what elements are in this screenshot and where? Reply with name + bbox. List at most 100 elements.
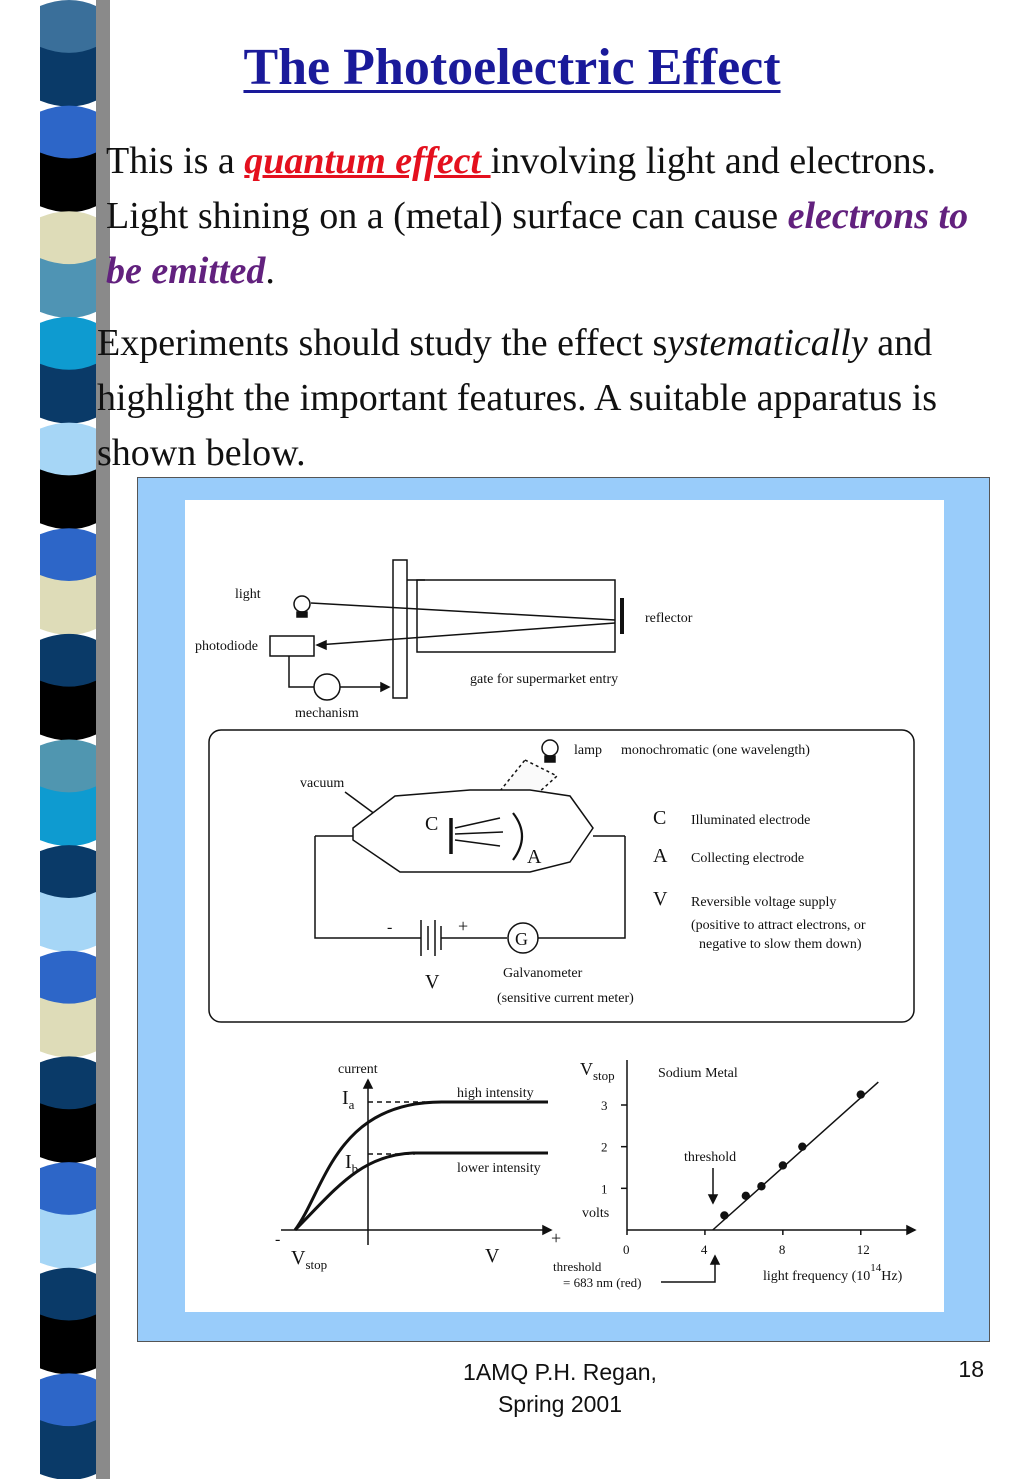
page-number: 18 [958, 1356, 984, 1382]
legend-c-desc: Illuminated electrode [691, 813, 810, 828]
stripe-band [40, 997, 96, 1058]
footer-line2: Spring 2001 [497, 1391, 623, 1417]
na-data-point [757, 1182, 766, 1191]
legend-v-desc: Reversible voltage supply [691, 895, 836, 910]
stripe-band [40, 1208, 96, 1269]
gate-frame [416, 579, 616, 653]
bulb-icon [293, 595, 311, 618]
na-ylabel2: volts [582, 1206, 609, 1221]
na-threshold-label: threshold [684, 1150, 736, 1165]
iv-ia-label: Ia [342, 1087, 355, 1112]
iv-low-label: lower intensity [457, 1161, 541, 1176]
iv-chart: current - + V Vstop Ia Ib high intensity… [275, 1062, 561, 1272]
mechanism-label: mechanism [295, 706, 359, 721]
intro-paragraph: This is a quantum effect involving light… [106, 140, 969, 292]
na-threshold-note2: = 683 nm (red) [563, 1275, 641, 1290]
legend-v-symbol: V [653, 888, 668, 910]
galvanometer-symbol [507, 922, 539, 954]
legend-v-note1: (positive to attract electrons, or [691, 918, 866, 933]
legend-v-note2: negative to slow them down) [699, 937, 862, 952]
gate-light-label: light [235, 587, 261, 602]
stripe-band [40, 152, 96, 213]
anode-electrode [512, 812, 524, 861]
na-x-tick-label: 12 [857, 1242, 870, 1257]
vacuum-label: vacuum [300, 776, 344, 791]
na-xlabel: light frequency (1014Hz) [763, 1262, 903, 1284]
slide-title: The Photoelectric Effect [243, 39, 781, 96]
stripe-band [40, 786, 96, 847]
stripe-band [40, 1420, 96, 1479]
na-threshold-note1: threshold [553, 1259, 602, 1274]
stripe-band [40, 469, 96, 530]
gate-caption: gate for supermarket entry [470, 672, 618, 687]
photodiode-label: photodiode [195, 639, 258, 654]
mechanism-circle [313, 673, 341, 701]
stripe-band [40, 1314, 96, 1375]
stripe-band [40, 1267, 96, 1328]
electrode-a-label: A [527, 846, 542, 868]
apparatus-figure: light photodiode mechanism reflector gat… [185, 500, 944, 1312]
stripe-band [40, 46, 96, 107]
stripe-band [40, 211, 96, 272]
quantum-effect-emphasis: quantum effect [244, 140, 491, 182]
lamp-icon [541, 739, 559, 763]
battery-v-label: V [425, 971, 440, 993]
gate-post [392, 559, 408, 699]
stripe-band [40, 0, 96, 60]
na-y-tick-label: 3 [601, 1098, 608, 1113]
legend-c-symbol: C [653, 807, 666, 829]
sodium-chart: Vstop Sodium Metal volts light frequency… [553, 1059, 917, 1290]
battery-plus: + [458, 916, 468, 936]
circuit-wire-right [538, 836, 626, 939]
circuit-wire-left [314, 836, 421, 939]
decorative-stripe [40, 0, 110, 1479]
stripe-band [40, 105, 96, 166]
na-threshold-note-arrow [661, 1260, 716, 1283]
electrode-c-label: C [425, 813, 438, 835]
battery-symbol [420, 920, 442, 956]
na-data-point [720, 1211, 729, 1220]
legend-a-symbol: A [653, 845, 668, 867]
stripe-band [40, 633, 96, 694]
stripe-band [40, 258, 96, 318]
na-data-point [778, 1161, 788, 1170]
stripe-band [40, 1103, 96, 1164]
vacuum-tube [352, 789, 594, 873]
stripe-band [40, 363, 96, 424]
na-title: Sodium Metal [658, 1066, 738, 1081]
light-beam-back [316, 622, 616, 646]
stripe-band [40, 1373, 96, 1434]
gate-diagram: light photodiode mechanism reflector gat… [195, 559, 693, 721]
diode-to-mechanism-wire [288, 656, 314, 688]
iv-xlabel: V [485, 1245, 500, 1267]
iv-x-plus: + [551, 1228, 561, 1248]
iv-ylabel: current [338, 1062, 378, 1077]
na-ylabel: Vstop [580, 1059, 615, 1083]
stripe-band [40, 422, 96, 483]
stripe-band [40, 575, 96, 635]
stripe-band [40, 845, 96, 905]
iv-series-high [293, 1100, 548, 1231]
galvanometer-label: Galvanometer [503, 966, 583, 981]
galvanometer-note: (sensitive current meter) [497, 991, 634, 1006]
stripe-band [40, 739, 96, 800]
circuit-panel [208, 729, 915, 1023]
na-y-tick-label: 1 [601, 1181, 608, 1196]
light-beam-out [310, 602, 616, 621]
na-data-point [856, 1090, 865, 1099]
stripe-shadow [96, 0, 110, 1479]
iv-vstop-label: Vstop [291, 1247, 327, 1272]
iv-x-minus: - [275, 1231, 280, 1248]
na-fit-line [712, 1081, 879, 1231]
stripe-band [40, 950, 96, 1011]
systematically-emphasis: ystematically [667, 322, 868, 364]
iv-ib-label: Ib [345, 1151, 358, 1176]
stripe-band [40, 316, 96, 377]
stripe-band [40, 680, 96, 741]
iv-series-low [293, 1151, 548, 1232]
na-x-tick-label: 0 [623, 1242, 630, 1257]
stripe-band [40, 891, 96, 952]
na-data-point [741, 1191, 751, 1201]
experiments-paragraph: Experiments should study the effect syst… [97, 322, 938, 474]
legend-a-desc: Collecting electrode [691, 851, 804, 866]
